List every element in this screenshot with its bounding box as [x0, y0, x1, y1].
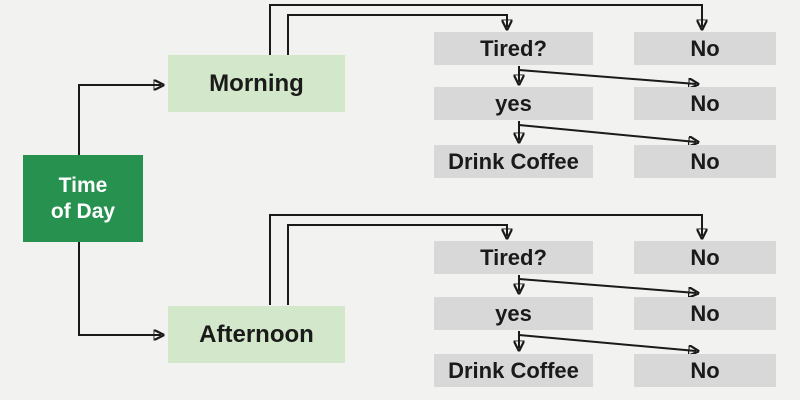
- morning-tired-question-box: Tired?: [434, 32, 593, 65]
- afternoon-tired-question-box: Tired?: [434, 241, 593, 274]
- afternoon-drink-coffee-box: Drink Coffee: [434, 354, 593, 387]
- morning-to-tired1-connector: [287, 14, 507, 56]
- yes1-to-no3-connector: [518, 124, 696, 142]
- afternoon-node: Afternoon: [168, 306, 345, 363]
- morning-no-box-2: No: [634, 87, 776, 120]
- morning-no-box-1: No: [634, 32, 776, 65]
- morning-drink-coffee-box: Drink Coffee: [434, 145, 593, 178]
- yes2-to-no6-connector: [518, 334, 696, 351]
- afternoon-no-box-3: No: [634, 354, 776, 387]
- afternoon-yes-box: yes: [434, 297, 593, 330]
- root-to-afternoon-connector: [78, 242, 161, 335]
- morning-node: Morning: [168, 55, 345, 112]
- morning-yes-box: yes: [434, 87, 593, 120]
- afternoon-to-no4-connector: [269, 214, 702, 305]
- afternoon-to-tired2-connector: [287, 224, 507, 305]
- root-to-morning-connector: [78, 85, 161, 155]
- time-of-day-node: Time of Day: [23, 155, 143, 242]
- time-of-day-label-line1: Time: [58, 173, 108, 197]
- morning-to-no1-connector: [269, 4, 702, 56]
- time-of-day-label-line2: of Day: [50, 199, 116, 223]
- tired2-to-no5-connector: [518, 278, 696, 293]
- afternoon-no-box-1: No: [634, 241, 776, 274]
- tired1-to-no2-connector: [518, 69, 696, 84]
- afternoon-no-box-2: No: [634, 297, 776, 330]
- morning-no-box-3: No: [634, 145, 776, 178]
